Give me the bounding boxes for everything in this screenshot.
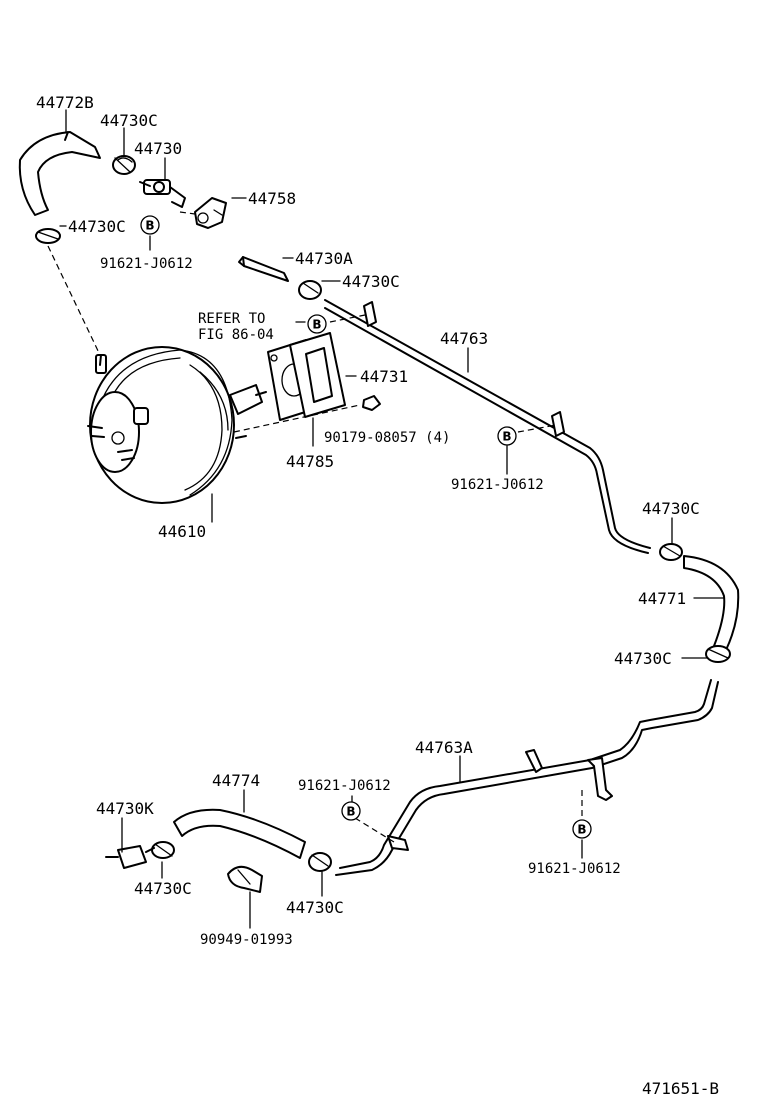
nut-90179 [362, 395, 381, 411]
dash-b3 [354, 817, 395, 843]
dash-booster-nut [233, 404, 361, 433]
label-44771: 44771 [638, 589, 686, 608]
circle-b-label: B [577, 823, 586, 837]
circle-b-marker-2: B [307, 314, 327, 334]
label-44763a: 44763A [415, 738, 473, 757]
circle-b-marker-5: B [572, 819, 592, 839]
hose-44771 [683, 555, 740, 651]
circle-b-marker-4: B [341, 801, 361, 821]
label-91621-c: 91621-J0612 [298, 778, 391, 794]
label-44730c-d: 44730C [642, 499, 700, 518]
label-refer-line2: FIG 86-04 [198, 327, 274, 343]
label-44731: 44731 [360, 367, 408, 386]
label-91621-a: 91621-J0612 [100, 256, 193, 272]
hose-44774 [173, 808, 306, 859]
dash-line-hose-to-booster [47, 245, 101, 356]
label-44758: 44758 [248, 189, 296, 208]
clamp-44730c-bottom-mid [308, 852, 332, 872]
label-44730c-e: 44730C [614, 649, 672, 668]
label-90179: 90179-08057 (4) [324, 430, 450, 446]
leader-lines [59, 109, 725, 929]
clamp-44730c-mid [298, 280, 322, 300]
label-refer-line1: REFER TO [198, 311, 265, 327]
dash-valve-bracket [179, 211, 196, 215]
clamp-44730c-bottom-left [151, 841, 175, 859]
label-91621-d: 91621-J0612 [528, 861, 621, 877]
clip-90949 [227, 865, 263, 893]
label-91621-b: 91621-J0612 [451, 477, 544, 493]
label-44785: 44785 [286, 452, 334, 471]
label-90949: 90949-01993 [200, 932, 293, 948]
valve-44730k [105, 845, 155, 869]
pipe-44763 [324, 299, 651, 554]
bracket-44758 [194, 197, 227, 229]
label-44730c-a: 44730C [100, 111, 158, 130]
dash-refer [329, 314, 366, 323]
clamp-44730c-right-top [659, 543, 683, 561]
label-44730: 44730 [134, 139, 182, 158]
label-44610: 44610 [158, 522, 206, 541]
label-44763: 44763 [440, 329, 488, 348]
clamp-44730c-top [112, 155, 136, 175]
label-44730k: 44730K [96, 799, 154, 818]
label-44730c-f: 44730C [134, 879, 192, 898]
plate-44731 [289, 332, 346, 418]
circle-b-marker-1: B [140, 215, 160, 235]
label-44730c-g: 44730C [286, 898, 344, 917]
circle-b-marker-3: B [497, 426, 517, 446]
label-44730c-b: 44730C [68, 217, 126, 236]
label-44772b: 44772B [36, 93, 94, 112]
label-44730c-c: 44730C [342, 272, 400, 291]
circle-b-label: B [502, 430, 511, 444]
figure-id: 471651-B [642, 1079, 719, 1098]
circle-b-label: B [346, 805, 355, 819]
label-44774: 44774 [212, 771, 260, 790]
check-valve-44730 [139, 179, 186, 208]
hose-44772b-drawing [18, 131, 101, 216]
label-44730a: 44730A [295, 249, 353, 268]
clamp-44730c-right-bottom [705, 645, 731, 663]
circle-b-label: B [312, 318, 321, 332]
circle-b-label: B [145, 219, 154, 233]
brake-booster-44610 [87, 346, 267, 504]
clamp-44730c-left [35, 228, 61, 244]
dash-b2 [517, 424, 557, 433]
pipe-44763a [335, 679, 719, 876]
hose-44730a [238, 256, 289, 282]
